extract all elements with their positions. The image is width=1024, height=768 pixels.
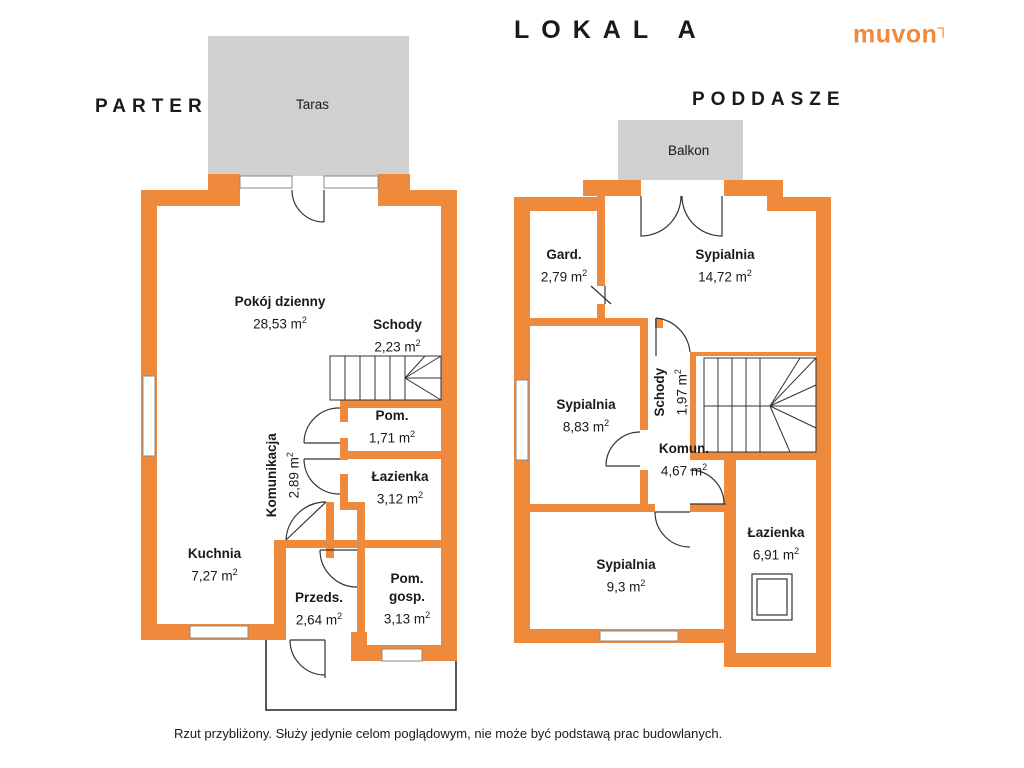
room-area: 3,12 m2 (376, 490, 424, 507)
room-area: 2,64 m2 (295, 611, 343, 628)
terrace-area (208, 36, 409, 176)
room-name: Schody (651, 367, 667, 417)
room-utility: Pom. gosp. 3,13 m2 (370, 570, 444, 629)
room-name: Pokój dzienny (234, 294, 326, 309)
entrance-landing (265, 638, 457, 711)
room-name: Sypialnia (556, 397, 616, 412)
room-area: 4,67 m2 (660, 462, 708, 479)
room-area: 14,72 m2 (698, 268, 752, 285)
ground-floor-stairs (329, 355, 442, 401)
room-name: Komunikacja (263, 433, 279, 518)
room-kitchen: Kuchnia 7,27 m2 (172, 545, 257, 586)
room-living-room: Pokój dzienny 28,53 m2 (220, 293, 340, 334)
ground-floor-windows (142, 175, 423, 662)
room-bedroom-bottom: Sypialnia 9,3 m2 (582, 556, 670, 597)
room-name: Komun. (658, 441, 710, 456)
room-area: 1,71 m2 (368, 429, 416, 446)
attic-floor-windows (515, 379, 679, 642)
room-name: Kuchnia (187, 546, 242, 561)
room-stairs-attic: Schody 1,97 m2 (651, 357, 692, 427)
balcony-label: Balkon (668, 143, 710, 158)
room-name: Pom. (390, 571, 424, 586)
room-wardrobe: Gard. 2,79 m2 (532, 246, 596, 287)
room-name: Sypialnia (596, 557, 656, 572)
room-name: Sypialnia (695, 247, 755, 262)
room-name: Łazienka (371, 469, 429, 484)
room-name: Łazienka (747, 525, 805, 540)
room-bedroom-main: Sypialnia 14,72 m2 (680, 246, 770, 287)
attic-floor-walls (514, 180, 831, 667)
room-area: 3,13 m2 (383, 610, 431, 627)
room-area: 2,23 m2 (374, 338, 421, 355)
brand-tick-icon: ┐ (937, 20, 950, 37)
room-name: Gard. (546, 247, 582, 262)
ground-floor-doors (285, 189, 358, 678)
attic-floor-label: PODDASZE (692, 89, 846, 110)
room-hallway: Przeds. 2,64 m2 (283, 589, 355, 630)
terrace-label: Taras (296, 97, 330, 112)
room-name: Przeds. (294, 590, 344, 605)
attic-floor-doors (590, 195, 793, 621)
room-storage-small: Pom. 1,71 m2 (352, 407, 432, 448)
disclaimer-text: Rzut przybliżony. Służy jedynie celom po… (174, 726, 723, 741)
ground-floor-label: PARTER (95, 96, 208, 117)
room-area: 8,83 m2 (562, 418, 610, 435)
unit-title: LOKAL A (514, 16, 708, 44)
room-corridor-ground: Komunikacja 2,89 m2 (263, 430, 304, 520)
room-area: 6,91 m2 (752, 546, 800, 563)
room-stairs-ground: Schody 2,23 m2 (355, 316, 440, 357)
brand-name: muvon (853, 20, 938, 49)
brand-logo: muvon┐ (853, 20, 949, 49)
ground-floor-walls (141, 174, 457, 661)
room-area: 28,53 m2 (253, 315, 307, 332)
room-bathroom-ground: Łazienka 3,12 m2 (360, 468, 440, 509)
room-corridor-attic: Komun. 4,67 m2 (648, 440, 720, 481)
room-name-line2: gosp. (389, 589, 425, 604)
room-area: 2,79 m2 (540, 268, 588, 285)
room-bedroom-left: Sypialnia 8,83 m2 (542, 396, 630, 437)
balcony-area (618, 120, 743, 180)
room-area: 2,89 m2 (284, 452, 302, 499)
room-area: 1,97 m2 (672, 369, 690, 416)
room-name: Pom. (375, 408, 409, 423)
room-area: 9,3 m2 (606, 578, 646, 595)
room-bathroom-attic: Łazienka 6,91 m2 (736, 524, 816, 565)
room-name: Schody (373, 317, 422, 332)
attic-floor-stairs (703, 357, 817, 453)
room-area: 7,27 m2 (191, 567, 238, 584)
